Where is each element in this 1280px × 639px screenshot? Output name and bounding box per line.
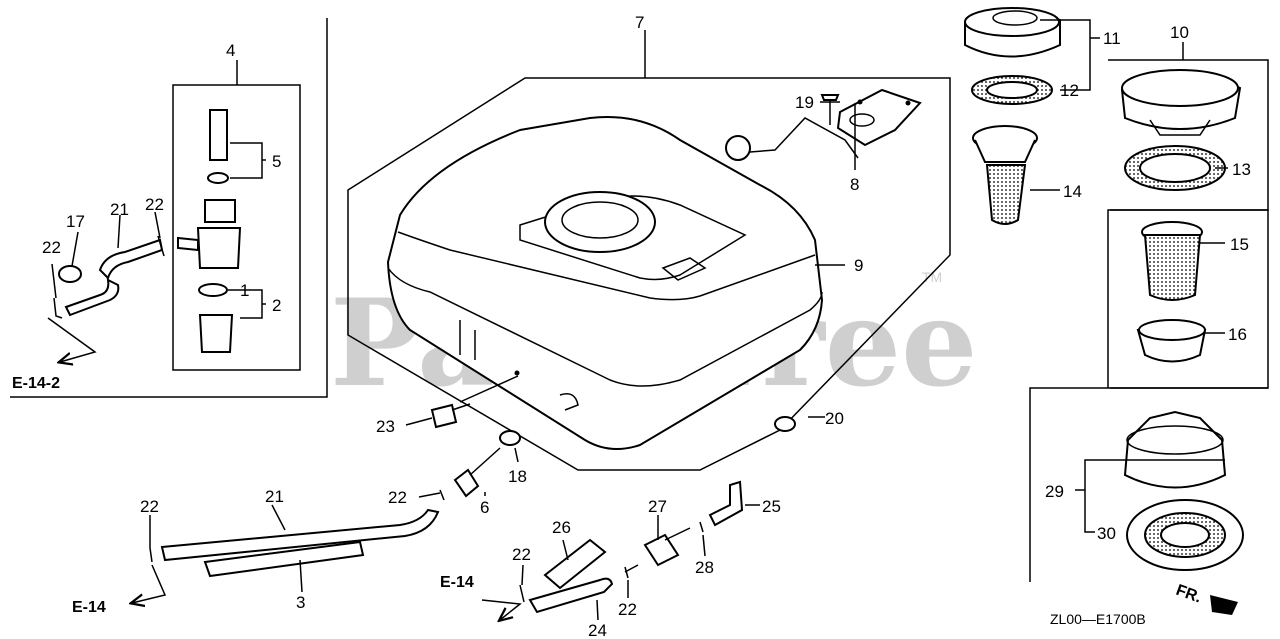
callout-28: 28 [695,558,714,577]
callout-2: 2 [272,296,281,315]
drain-bolt [430,403,471,429]
callout-4: 4 [226,41,235,60]
callout-22-bottom-left: 22 [140,497,159,516]
callout-21-bottom: 21 [265,487,284,506]
callout-26: 26 [552,518,571,537]
fuel-hose-26 [543,538,607,590]
callout-18: 18 [508,467,527,486]
arrow-e14-2 [47,317,97,362]
callout-3: 3 [296,593,305,612]
callout-22-mid: 22 [388,488,407,507]
ref-e14-a: E-14 [72,599,106,616]
tank-gauge-window [661,257,707,281]
callout-22-left-top: 22 [145,195,164,214]
alt-filler-cap [1120,69,1242,136]
callout-5: 5 [272,152,281,171]
callout-12: 12 [1060,81,1079,100]
callout-labels: 4 5 1 2 17 21 22 22 E-14-2 7 19 8 9 20 2… [12,13,1251,639]
callout-6: 6 [480,498,489,517]
front-direction-label: FR. [1174,582,1204,607]
fuel-filler-cap [964,7,1061,58]
alt-fuel-strainer [1141,221,1203,301]
large-cap-gasket [1126,499,1244,571]
hose-clips [149,489,704,603]
callout-22-e: 22 [512,545,531,564]
diagram-code: ZL00—E1700B [1050,611,1146,627]
fuel-hose-3 [203,540,365,578]
callout-21-left: 21 [110,200,129,219]
fuel-tank [386,115,824,450]
cap-gasket [971,75,1053,105]
ref-e14-b: E-14 [440,574,474,591]
callout-17: 17 [66,212,85,231]
arrow-e14-a [132,564,167,603]
large-filler-cap [1123,410,1227,489]
callout-30: 30 [1097,524,1116,543]
callout-16: 16 [1228,325,1247,344]
fuel-hose-25 [708,480,744,527]
fuel-valve-group-box [172,84,301,371]
callout-7: 7 [635,13,644,32]
fuel-strainer [972,125,1038,225]
gauge-screw [820,94,840,125]
strainer-collar [1136,319,1207,363]
o-ring-18 [499,430,521,446]
inline-fuel-filter [624,527,691,573]
fuel-hose-24 [528,577,614,614]
ref-e14-2: E-14-2 [12,375,60,392]
callout-13: 13 [1232,160,1251,179]
left-inset-frame [10,18,328,398]
watermark-trademark: TM [922,269,942,285]
front-direction-arrow [1210,595,1238,615]
callout-22-f: 22 [618,600,637,619]
callout-25: 25 [762,497,781,516]
callout-11: 11 [1103,29,1121,48]
callout-19: 19 [795,93,814,112]
callout-9: 9 [854,256,863,275]
callout-23: 23 [376,417,395,436]
callout-8: 8 [850,175,859,194]
arrow-e14-b [481,599,522,620]
leader-lines [51,19,1228,621]
fuel-joint [453,447,501,498]
right-inset-frame-bottom [1029,387,1268,582]
alt-cap-gasket [1124,145,1226,191]
fuel-gauge [725,88,922,161]
callout-24: 24 [588,621,607,639]
fuel-valve [177,109,242,353]
fuel-hose-21 [160,508,440,562]
callout-10: 10 [1170,23,1189,42]
callout-20: 20 [825,409,844,428]
callout-14: 14 [1063,182,1082,201]
rubber-grommet [774,416,796,432]
left-inset-hoses [53,235,165,319]
callout-15: 15 [1230,235,1249,254]
callout-27: 27 [648,497,667,516]
callout-29: 29 [1045,482,1064,501]
callout-22-left: 22 [42,238,61,257]
callout-1: 1 [240,281,249,300]
